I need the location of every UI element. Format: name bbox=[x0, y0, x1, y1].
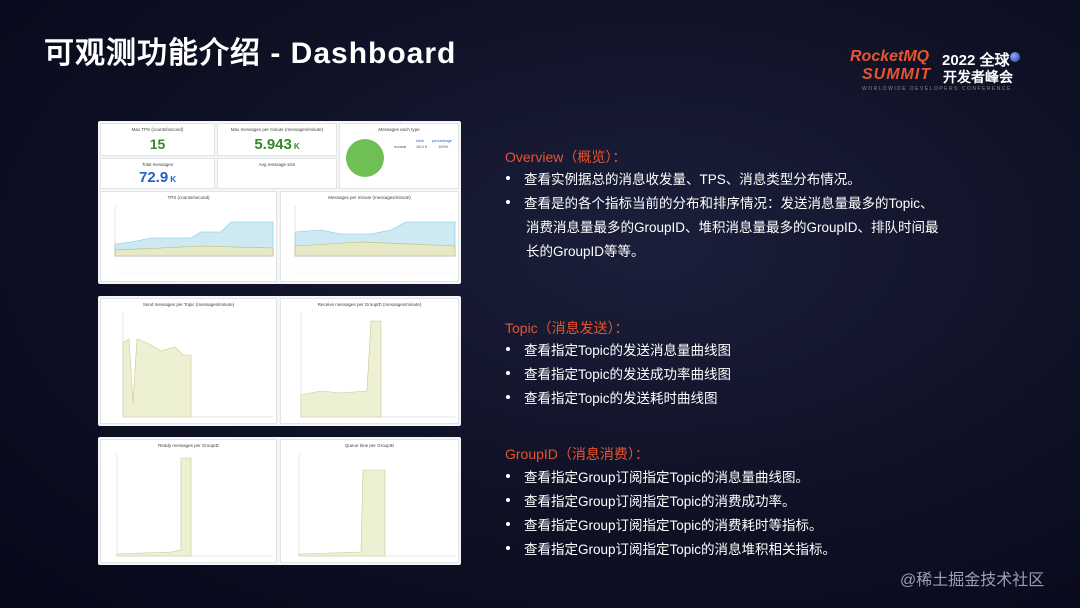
send-chart-title: Send messages per Topic (messages/minute… bbox=[142, 302, 235, 307]
bullet-dot bbox=[506, 474, 510, 479]
logo-subtitle: 开发者峰会 bbox=[943, 69, 1013, 85]
tps-stat-title: Max TPS (counts/second) bbox=[131, 127, 184, 132]
send-chart-card: Send messages per Topic (messages/minute… bbox=[100, 298, 277, 424]
slide-title: 可观测功能介绍 - Dashboard bbox=[44, 37, 457, 70]
topic-bullet: 查看指定Topic的发送消息量曲线图 bbox=[506, 339, 731, 363]
total-msg-unit: K bbox=[170, 175, 176, 184]
send-chart bbox=[122, 313, 273, 418]
msg-type-row-total: 18.0 K bbox=[416, 144, 428, 149]
logo-year: 2022 全球 bbox=[942, 52, 1010, 69]
ready-chart-card: Ready messages per GroupID bbox=[100, 439, 277, 563]
queue-chart bbox=[298, 454, 455, 557]
rocketmq-summit-logo: RocketMQ 2022 全球 SUMMIT 开发者峰会 WORLDWIDE … bbox=[850, 48, 1040, 96]
group-bullet-text: 查看指定Group订阅指定Topic的消息量曲线图。 bbox=[524, 470, 810, 485]
logo-summit: SUMMIT bbox=[862, 66, 932, 83]
msg-type-legend-pct: percentage bbox=[432, 138, 453, 143]
msg-type-card: Messages each type total percentage norm… bbox=[339, 123, 459, 189]
group-dashboard-screenshot: Ready messages per GroupID Queue time pe… bbox=[98, 437, 461, 565]
group-bullet: 查看指定Group订阅指定Topic的消息堆积相关指标。 bbox=[506, 538, 836, 562]
bullet-dot bbox=[506, 200, 510, 205]
avg-size-stat-card: Avg message size bbox=[217, 158, 337, 189]
group-bullet-text: 查看指定Group订阅指定Topic的消费成功率。 bbox=[524, 494, 796, 509]
msg-type-pie bbox=[346, 139, 384, 177]
receive-chart-card: Receive messages per GroupID (messages/m… bbox=[280, 298, 459, 424]
topic-bullet-text: 查看指定Topic的发送耗时曲线图 bbox=[524, 391, 718, 406]
queue-chart-title: Queue time per GroupID bbox=[344, 443, 395, 448]
planet-icon bbox=[1010, 52, 1020, 62]
msg-type-title: Messages each type bbox=[378, 127, 420, 132]
tps-stat-value: 15 bbox=[149, 136, 166, 152]
group-bullet: 查看指定Group订阅指定Topic的消息量曲线图。 bbox=[506, 466, 809, 490]
max-msg-stat-title: Max messages per minute (messages/minute… bbox=[230, 127, 324, 132]
topic-bullet-text: 查看指定Topic的发送成功率曲线图 bbox=[524, 367, 732, 382]
overview-bullet-continuation: 长的GroupID等等。 bbox=[526, 244, 645, 259]
avg-size-stat-title: Avg message size bbox=[258, 162, 296, 167]
tps-chart-card: TPS (counts/second) bbox=[100, 191, 277, 282]
bullet-dot bbox=[506, 347, 510, 352]
topic-bullet-text: 查看指定Topic的发送消息量曲线图 bbox=[524, 343, 732, 358]
bullet-dot bbox=[506, 498, 510, 503]
queue-chart-card: Queue time per GroupID bbox=[280, 439, 459, 563]
max-msg-number: 5.943 bbox=[254, 136, 292, 153]
overview-bullet-continuation: 消费消息量最多的GroupID、堆积消息量最多的GroupID、排队时间最 bbox=[526, 220, 939, 235]
mpm-chart bbox=[294, 206, 456, 273]
tps-chart-title: TPS (counts/second) bbox=[167, 195, 210, 200]
overview-bullet-text: 查看是的各个指标当前的分布和排序情况：发送消息量最多的Topic、 bbox=[524, 196, 934, 211]
bullet-dot bbox=[506, 176, 510, 181]
msg-type-legend-total: total bbox=[416, 138, 424, 143]
topic-heading: Topic（消息发送）： bbox=[505, 320, 629, 336]
receive-chart bbox=[300, 313, 455, 418]
total-msg-number: 72.9 bbox=[139, 169, 169, 186]
topic-bullet: 查看指定Topic的发送耗时曲线图 bbox=[506, 387, 718, 411]
group-bullet-text: 查看指定Group订阅指定Topic的消费耗时等指标。 bbox=[524, 518, 823, 533]
ready-chart-title: Ready messages per GroupID bbox=[158, 443, 219, 448]
group-bullet: 查看指定Group订阅指定Topic的消费成功率。 bbox=[506, 490, 796, 514]
group-heading: GroupID（消息消费）： bbox=[505, 446, 649, 462]
max-msg-unit: K bbox=[293, 142, 300, 151]
group-bullet-text: 查看指定Group订阅指定Topic的消息堆积相关指标。 bbox=[524, 542, 837, 557]
watermark: @稀土掘金技术社区 bbox=[900, 572, 1045, 589]
bullet-dot bbox=[506, 395, 510, 400]
tps-stat-card: Max TPS (counts/second) 15 bbox=[100, 123, 215, 156]
bullet-dot bbox=[506, 522, 510, 527]
overview-dashboard-screenshot: Max TPS (counts/second) 15 Max messages … bbox=[98, 121, 461, 284]
receive-chart-title: Receive messages per GroupID (messages/m… bbox=[317, 302, 422, 307]
logo-brand: RocketMQ bbox=[850, 48, 930, 65]
msg-type-row-label: normal bbox=[394, 144, 407, 149]
topic-dashboard-screenshot: Send messages per Topic (messages/minute… bbox=[98, 296, 461, 426]
topic-bullet: 查看指定Topic的发送成功率曲线图 bbox=[506, 363, 731, 387]
bullet-dot bbox=[506, 546, 510, 551]
mpm-chart-card: Messages per minute (messages/minute) bbox=[280, 191, 459, 282]
overview-bullet: 查看实例据总的消息收发量、TPS、消息类型分布情况。 bbox=[506, 168, 861, 192]
bullet-dot bbox=[506, 371, 510, 376]
group-bullet: 查看指定Group订阅指定Topic的消费耗时等指标。 bbox=[506, 514, 823, 538]
mpm-chart-title: Messages per minute (messages/minute) bbox=[328, 195, 411, 200]
overview-bullet-text: 查看实例据总的消息收发量、TPS、消息类型分布情况。 bbox=[524, 172, 861, 187]
ready-chart bbox=[116, 454, 273, 557]
max-msg-stat-card: Max messages per minute (messages/minute… bbox=[217, 123, 337, 156]
overview-heading: Overview（概览）： bbox=[505, 149, 627, 165]
total-msg-stat-title: Total messages bbox=[141, 162, 174, 167]
logo-tagline: WORLDWIDE DEVELOPERS CONFERENCE bbox=[862, 86, 1012, 92]
tps-chart bbox=[114, 206, 274, 273]
overview-bullet: 查看是的各个指标当前的分布和排序情况：发送消息量最多的Topic、 bbox=[506, 192, 934, 216]
msg-type-row-pct: 100% bbox=[438, 144, 449, 149]
